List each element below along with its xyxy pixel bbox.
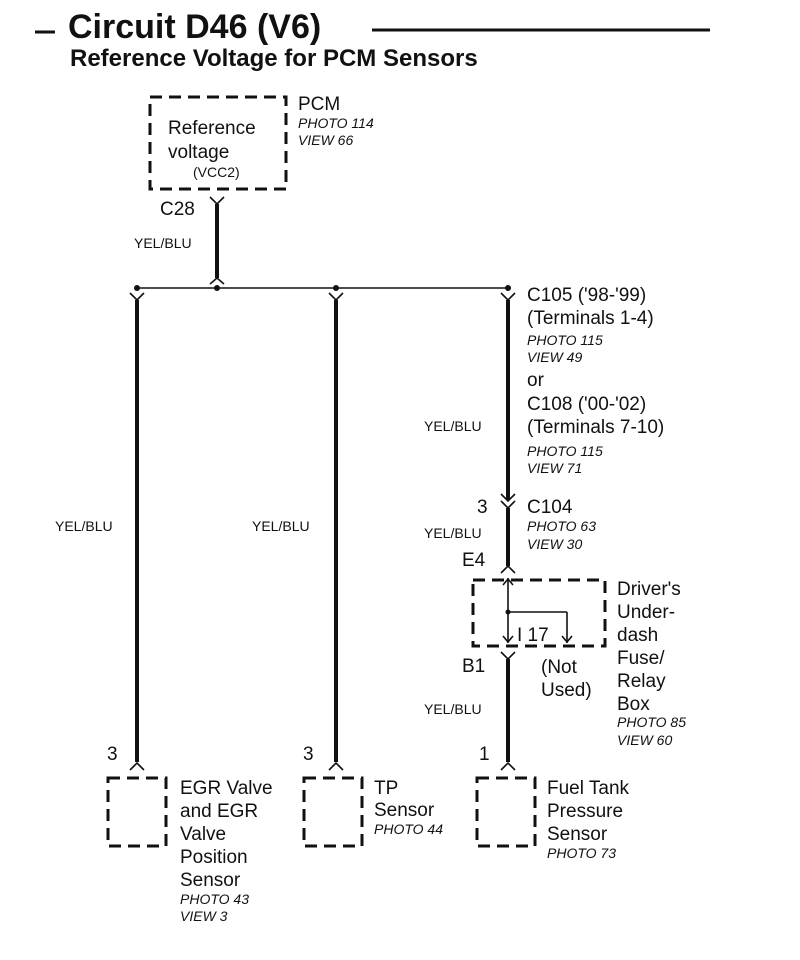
page-subtitle: Reference Voltage for PCM Sensors (70, 45, 478, 72)
egr-name-line3: Valve (180, 824, 226, 845)
c104-name: C104 (527, 497, 573, 518)
splice-dot-main (214, 285, 220, 291)
splice-dot-egr (134, 285, 140, 291)
egr-name-line4: Position (180, 847, 248, 868)
wire-label-fuse-upper: YEL/BLU (424, 418, 482, 434)
c105-line2: (Terminals 1-4) (527, 308, 654, 329)
pcm-box (148, 95, 288, 191)
c108-line2: (Terminals 7-10) (527, 417, 664, 438)
egr-bottom-connector-symbol (129, 761, 145, 771)
pcm-inner-line2: voltage (168, 142, 229, 163)
fuel-name-line1: Fuel Tank (547, 778, 630, 799)
fuse-box-outline (471, 578, 607, 648)
c105-photo: PHOTO 115 (527, 332, 603, 348)
fuel-sensor-box (475, 776, 537, 848)
c104-connector-symbol-top (500, 493, 516, 503)
wire-label-fuse-lower: YEL/BLU (424, 701, 482, 717)
c105-line1: C105 ('98-'99) (527, 285, 646, 306)
tp-bottom-connector-symbol (328, 761, 344, 771)
c104-pin: 3 (477, 497, 488, 518)
egr-top-connector-symbol (129, 292, 145, 302)
junction-connector-symbol (209, 276, 225, 285)
fuse-internal-arrow-bottom (502, 635, 514, 644)
c104-photo: PHOTO 63 (527, 518, 596, 534)
tp-photo: PHOTO 44 (374, 821, 443, 837)
pcm-inner-line3: (VCC2) (193, 164, 240, 180)
egr-photo: PHOTO 43 (180, 891, 249, 907)
tp-top-connector-symbol (328, 292, 344, 302)
egr-name-line5: Sensor (180, 870, 241, 891)
fuse-not-used-2: Used) (541, 680, 592, 701)
fuse-out-connector-symbol (500, 651, 516, 661)
fuse-in-connector-symbol (500, 564, 516, 574)
fuse-box-view: VIEW 60 (617, 732, 672, 748)
c108-line1: C108 ('00-'02) (527, 394, 646, 415)
egr-sensor-box (106, 776, 168, 848)
wire-label-fuse-mid: YEL/BLU (424, 525, 482, 541)
c28-label: C28 (160, 199, 195, 220)
pcm-photo: PHOTO 114 (298, 115, 374, 131)
fuse-label: I 17 (517, 625, 549, 646)
c105-or: or (527, 370, 545, 391)
fuse-box-name-line2: Under- (617, 602, 675, 623)
splice-dot-tp (333, 285, 339, 291)
tp-name-line1: TP (374, 778, 398, 799)
fuel-pin: 1 (479, 744, 490, 765)
pcm-view: VIEW 66 (298, 132, 353, 148)
c105-connector-symbol (500, 292, 516, 302)
egr-view: VIEW 3 (180, 908, 228, 924)
fuse-box-name-line6: Box (617, 694, 650, 715)
c104-view: VIEW 30 (527, 536, 582, 552)
wire-label-egr: YEL/BLU (55, 518, 113, 534)
pcm-name: PCM (298, 94, 340, 115)
fuse-box-name-line3: dash (617, 625, 658, 646)
c105-view: VIEW 49 (527, 349, 582, 365)
tp-pin: 3 (303, 744, 314, 765)
fuse-internal-branch-arrow (561, 635, 573, 644)
wire-label-main: YEL/BLU (134, 235, 192, 251)
splice-dot-fuse (505, 285, 511, 291)
fuel-name-line3: Sensor (547, 824, 608, 845)
pcm-inner-line1: Reference (168, 118, 256, 139)
page-title: Circuit D46 (V6) (68, 8, 321, 46)
fuse-pin-out: B1 (462, 656, 485, 677)
fuse-not-used-1: (Not (541, 657, 578, 678)
egr-pin: 3 (107, 744, 118, 765)
fuse-box-name-line1: Driver's (617, 579, 681, 600)
fuse-box-photo: PHOTO 85 (617, 714, 686, 730)
fuel-name-line2: Pressure (547, 801, 623, 822)
egr-name-line2: and EGR (180, 801, 258, 822)
tp-name-line2: Sensor (374, 800, 435, 821)
tp-sensor-box (302, 776, 364, 848)
egr-name-line1: EGR Valve (180, 778, 273, 799)
fuse-pin-in: E4 (462, 550, 486, 571)
c28-connector-symbol (209, 196, 225, 206)
fuel-connector-symbol (500, 761, 516, 771)
c108-photo: PHOTO 115 (527, 443, 603, 459)
fuse-internal-arrow-top (502, 577, 514, 586)
wire-label-tp: YEL/BLU (252, 518, 310, 534)
fuel-photo: PHOTO 73 (547, 845, 616, 861)
c108-view: VIEW 71 (527, 460, 582, 476)
fuse-box-name-line5: Relay (617, 671, 666, 692)
fuse-box-name-line4: Fuse/ (617, 648, 665, 669)
